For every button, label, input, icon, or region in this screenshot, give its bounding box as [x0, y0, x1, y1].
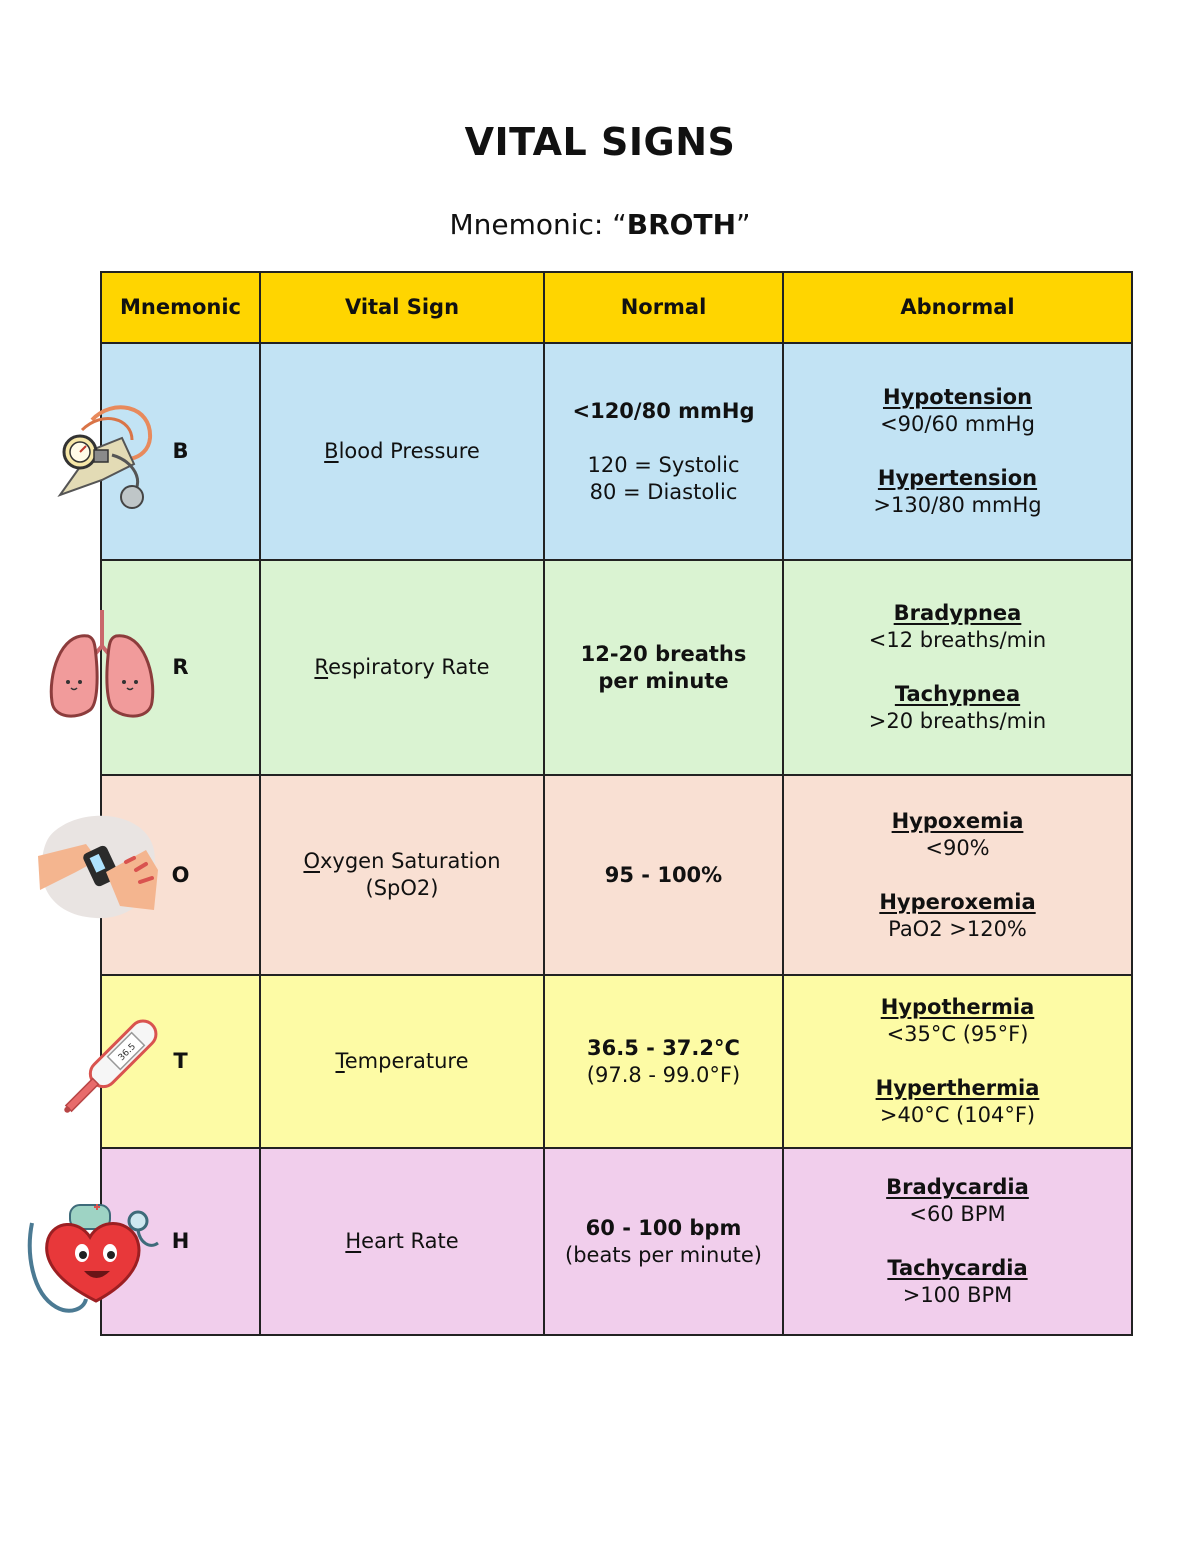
- abnormal-high-value: >100 BPM: [902, 1283, 1013, 1307]
- abnormal-low-value: <90%: [925, 835, 990, 860]
- header-normal: Normal: [543, 271, 784, 344]
- abnormal-low-value: <12 breaths/min: [868, 628, 1047, 652]
- abnormal-low-title: Hypothermia: [880, 995, 1035, 1019]
- page-title: VITAL SIGNS: [464, 120, 736, 164]
- table-row-oxygen-saturation: O Oxygen Saturation (SpO2) 95 - 100% Hyp…: [100, 774, 1133, 976]
- mnemonic-letter-t: T: [100, 974, 261, 1149]
- abnormal-cell: Bradypnea <12 breaths/min Tachypnea >20 …: [782, 559, 1133, 776]
- subtitle-prefix: Mnemonic: “: [449, 208, 627, 241]
- vital-sign-cell: Respiratory Rate: [259, 559, 545, 776]
- abnormal-high-title: Hypertension: [877, 466, 1038, 490]
- normal-value-fahrenheit: (97.8 - 99.0°F): [586, 1062, 741, 1087]
- table-row-respiratory-rate: R Respiratory Rate 12-20 breaths per min…: [100, 559, 1133, 776]
- normal-cell: 60 - 100 bpm (beats per minute): [543, 1147, 784, 1336]
- sphygmomanometer-icon: [57, 405, 153, 509]
- abnormal-cell: Hypotension <90/60 mmHg Hypertension >13…: [782, 342, 1133, 561]
- abnormal-low-title: Bradypnea: [893, 601, 1022, 625]
- normal-value: 60 - 100 bpm: [585, 1215, 742, 1240]
- normal-detail-diastolic: 80 = Diastolic: [589, 479, 738, 504]
- normal-detail-systolic: 120 = Systolic: [587, 452, 740, 477]
- lungs-icon: [49, 610, 155, 718]
- abnormal-high-value: >130/80 mmHg: [873, 493, 1042, 517]
- heart-stethoscope-icon: [27, 1204, 159, 1313]
- abnormal-high-title: Hyperthermia: [875, 1076, 1040, 1100]
- abnormal-high-value: >20 breaths/min: [868, 709, 1047, 733]
- normal-value: 12-20 breaths per minute: [580, 641, 747, 693]
- vital-name-rest: xygen Saturation: [319, 849, 501, 873]
- abnormal-high-title: Hyperoxemia: [879, 889, 1036, 914]
- subtitle-mnemonic-word: BROTH: [626, 208, 737, 241]
- vital-name-rest: espiratory Rate: [328, 655, 490, 679]
- vital-name-abbreviation: (SpO2): [365, 876, 439, 900]
- normal-cell: <120/80 mmHg 120 = Systolic 80 = Diastol…: [543, 342, 784, 561]
- normal-value-description: (beats per minute): [565, 1242, 762, 1267]
- vital-sign-cell: Blood Pressure: [259, 342, 545, 561]
- normal-cell: 12-20 breaths per minute: [543, 559, 784, 776]
- header-abnormal: Abnormal: [782, 271, 1133, 344]
- vital-initial: R: [314, 655, 329, 679]
- table-row-temperature: T Temperature 36.5 - 37.2°C (97.8 - 99.0…: [100, 974, 1133, 1149]
- abnormal-low-value: <90/60 mmHg: [880, 412, 1035, 436]
- abnormal-cell: Hypothermia <35°C (95°F) Hyperthermia >4…: [782, 974, 1133, 1149]
- thermometer-icon: 36.5: [64, 1019, 158, 1113]
- vital-initial: O: [303, 849, 320, 873]
- vital-initial: B: [324, 439, 339, 463]
- vital-name-rest: emperature: [344, 1049, 469, 1073]
- abnormal-high-title: Tachycardia: [887, 1256, 1028, 1280]
- normal-cell: 36.5 - 37.2°C (97.8 - 99.0°F): [543, 974, 784, 1149]
- vital-signs-table: Mnemonic Vital Sign Normal Abnormal B Bl…: [100, 271, 1133, 1336]
- header-vital-sign: Vital Sign: [259, 271, 545, 344]
- normal-value-celsius: 36.5 - 37.2°C: [587, 1035, 740, 1060]
- vital-name-rest: eart Rate: [361, 1229, 459, 1253]
- normal-cell: 95 - 100%: [543, 774, 784, 976]
- abnormal-low-title: Bradycardia: [886, 1175, 1029, 1199]
- table-row-blood-pressure: B Blood Pressure <120/80 mmHg 120 = Syst…: [100, 342, 1133, 561]
- abnormal-cell: Bradycardia <60 BPM Tachycardia >100 BPM: [782, 1147, 1133, 1336]
- pulse-oximeter-icon: [38, 815, 158, 919]
- table-header-row: Mnemonic Vital Sign Normal Abnormal: [100, 271, 1133, 344]
- vital-sign-cell: Heart Rate: [259, 1147, 545, 1336]
- normal-value: <120/80 mmHg: [572, 398, 755, 423]
- vital-name-rest: lood Pressure: [338, 439, 480, 463]
- vital-sign-cell: Temperature: [259, 974, 545, 1149]
- abnormal-high-value: PaO2 >120%: [888, 916, 1027, 941]
- abnormal-high-value: >40°C (104°F): [879, 1103, 1036, 1127]
- normal-value: 95 - 100%: [604, 862, 723, 887]
- header-mnemonic: Mnemonic: [100, 271, 261, 344]
- abnormal-low-value: <35°C (95°F): [886, 1022, 1029, 1046]
- vital-initial: T: [335, 1049, 345, 1073]
- abnormal-low-title: Hypotension: [882, 385, 1033, 409]
- abnormal-low-value: <60 BPM: [909, 1202, 1006, 1226]
- abnormal-high-title: Tachypnea: [894, 682, 1021, 706]
- abnormal-cell: Hypoxemia <90% Hyperoxemia PaO2 >120%: [782, 774, 1133, 976]
- vital-sign-cell: Oxygen Saturation (SpO2): [259, 774, 545, 976]
- subtitle-suffix: ”: [736, 208, 751, 241]
- vital-initial: H: [345, 1229, 362, 1253]
- page-subtitle: Mnemonic: “BROTH”: [0, 208, 1200, 241]
- abnormal-low-title: Hypoxemia: [891, 808, 1024, 833]
- table-row-heart-rate: H Heart Rate 60 - 100 bpm (beats per min…: [100, 1147, 1133, 1336]
